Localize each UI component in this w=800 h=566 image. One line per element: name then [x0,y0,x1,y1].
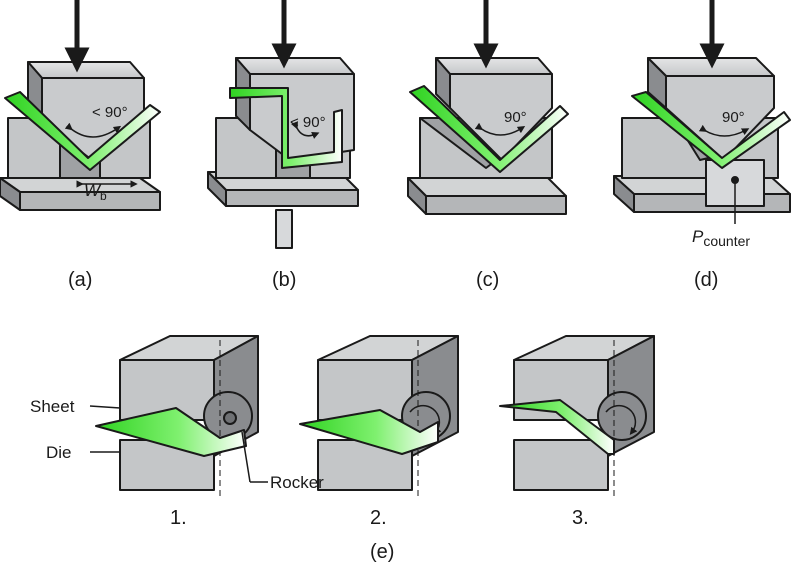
panel-a-angle-label: < 90° [92,104,128,121]
panel-b-angle-label: < 90° [290,114,326,131]
caption-e3: 3. [572,507,589,529]
caption-a: (a) [68,269,92,291]
panel-e3-rotary-bending [499,335,655,500]
panel-e3-sheet [499,399,615,455]
labels: < 90° < 90° 90° 90° Wb Pcounter (a) (b) … [30,104,750,563]
caption-e2: 2. [370,507,387,529]
caption-b: (b) [272,269,296,291]
die-width-label: Wb [84,181,107,203]
rocker-callout: Rocker [270,473,324,492]
panel-b-sheet [229,87,343,169]
panel-d-angle-label: 90° [722,109,745,126]
caption-c: (c) [476,269,499,291]
panel-b-u-die-bending [207,0,359,249]
panel-a-sheet [4,91,161,171]
panel-a-v-die-bending [0,0,161,211]
panel-e2-rotary-bending [299,335,459,500]
panel-e2-sheet [299,409,439,455]
caption-e1: 1. [170,507,187,529]
caption-e: (e) [370,541,394,563]
counter-pressure-label: Pcounter [692,227,750,249]
caption-d: (d) [694,269,718,291]
die-callout: Die [46,443,72,462]
panel-d-coining [613,0,791,224]
panel-c-v-die-bottoming [407,0,569,215]
panel-d-sheet [631,91,791,169]
panel-e1-rotary-bending [89,335,268,500]
panel-c-sheet [409,85,569,173]
sheet-callout: Sheet [30,397,75,416]
panel-c-angle-label: 90° [504,109,527,126]
panel-e1-sheet [95,407,247,457]
